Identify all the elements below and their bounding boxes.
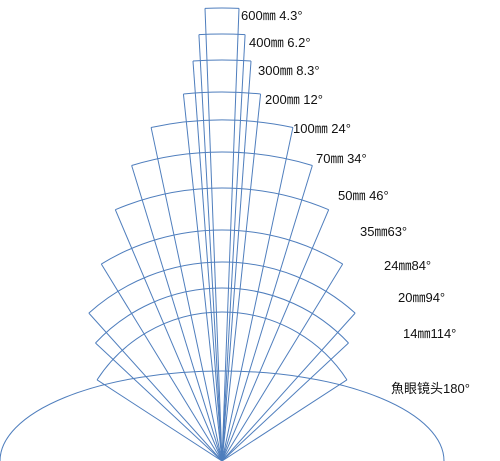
fov-ray-left — [192, 61, 223, 461]
fov-arc — [95, 287, 349, 344]
lens-label: 100㎜ 24° — [293, 121, 351, 136]
fov-arc — [150, 119, 294, 128]
fov-arc — [101, 229, 343, 265]
lens-label: 20㎜94° — [398, 290, 445, 305]
lens-label: 300㎜ 8.3° — [258, 63, 320, 78]
fov-arc — [131, 151, 313, 166]
fov-ray-left — [182, 93, 223, 461]
fov-ray-left — [131, 165, 223, 461]
fov-ray-right — [221, 165, 313, 461]
lens-fans — [88, 7, 356, 461]
lens-labels: 600㎜ 4.3° 400㎜ 6.2° 300㎜ 8.3° 200㎜ 12° 100㎜ … — [241, 8, 470, 396]
lens-label: 70㎜ 34° — [316, 151, 367, 166]
fov-ray-right — [221, 379, 348, 461]
fov-ray-right — [221, 93, 262, 461]
fov-ray-left — [204, 8, 223, 461]
fov-arc — [192, 59, 252, 62]
fov-ray-right — [221, 34, 246, 461]
lens-label: 50㎜ 46° — [338, 188, 389, 203]
fov-arc — [198, 33, 246, 36]
lens-label: 200㎜ 12° — [265, 92, 323, 107]
fov-arc — [115, 187, 329, 211]
fov-ray-left — [198, 34, 223, 461]
fov-ray-right — [221, 8, 240, 461]
fisheye-arc — [0, 370, 445, 461]
fov-ray-left — [150, 127, 223, 461]
fov-ray-right — [221, 342, 349, 461]
fov-ray-right — [221, 312, 356, 461]
fov-ray-left — [100, 263, 223, 461]
fov-ray-right — [221, 127, 294, 461]
fov-ray-right — [221, 263, 344, 461]
lens-label: 400㎜ 6.2° — [249, 35, 311, 50]
fov-ray-right — [221, 209, 330, 461]
fov-ray-left — [88, 312, 223, 461]
lens-label: 35㎜63° — [360, 224, 407, 239]
fisheye-fan — [0, 370, 445, 461]
fov-arc — [88, 261, 356, 314]
fov-ray-left — [114, 209, 223, 461]
lens-label: 14㎜114° — [403, 326, 456, 341]
fov-ray-right — [221, 61, 252, 461]
fov-arc — [183, 91, 261, 95]
fov-ray-left — [95, 342, 223, 461]
fisheye-label: 魚眼镜头180° — [391, 381, 470, 396]
lens-label: 24㎜84° — [384, 258, 431, 273]
fov-ray-left — [96, 379, 223, 461]
fov-arc — [96, 311, 348, 381]
lens-label: 600㎜ 4.3° — [241, 8, 303, 23]
